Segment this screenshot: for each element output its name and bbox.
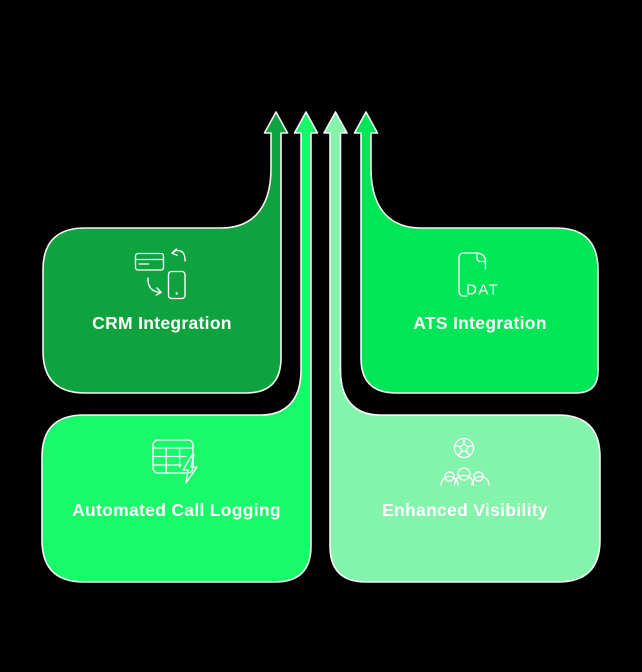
automated-call-logging-card-shape [41,111,319,583]
card-phone-sync-icon [134,248,186,300]
lightning-bolt [182,454,198,484]
crm-card-shape [42,111,289,394]
crm-card-label: CRM Integration [92,313,232,333]
enhanced-visibility-card-shape [323,111,601,583]
team-globe-icon [440,437,490,486]
ats-card-label: ATS Integration [413,313,547,333]
dat-file-icon: DAT [458,252,499,299]
automated-call-logging-card-label: Automated Call Logging [72,500,281,520]
table-lightning-icon [152,439,198,484]
dat-file-icon-label: DAT [466,282,499,299]
enhanced-visibility-card-label: Enhanced Visibility [382,500,548,520]
